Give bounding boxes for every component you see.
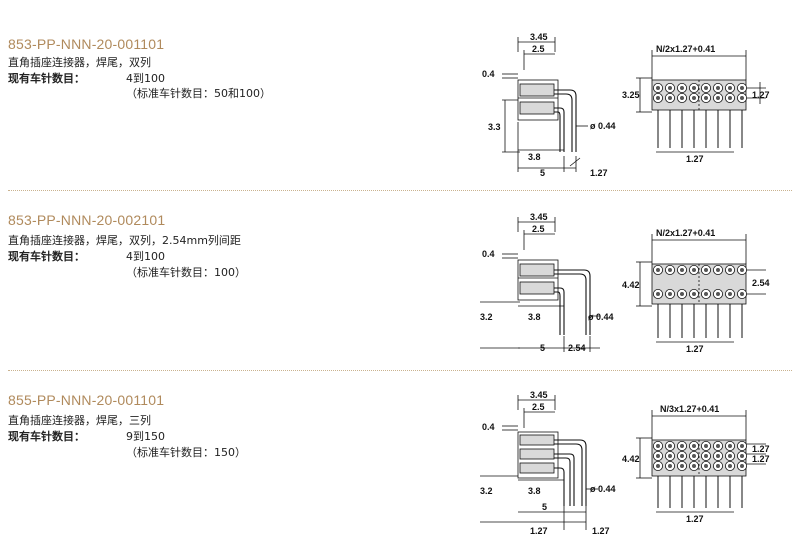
divider — [8, 370, 792, 371]
dim-top1: 3.45 — [530, 390, 548, 400]
pin-holes — [652, 441, 748, 472]
dim-mid: 3.8 — [528, 152, 541, 162]
pin-count-label: 现有车针数目： — [8, 72, 85, 85]
dim-left1: 0.4 — [482, 249, 495, 259]
front-dim-bottom: 1.27 — [686, 154, 704, 164]
dim-top2: 2.5 — [532, 402, 545, 412]
dim-top1: 3.45 — [530, 32, 548, 42]
divider — [8, 190, 792, 191]
front-view-drawing: N/2x1.27+0.41 4.42 2.54 1.27 — [622, 228, 770, 354]
dim-top1: 3.45 — [530, 212, 548, 222]
front-view-drawing: N/3x1.27+0.41 4.42 1.27 1.27 1.27 — [622, 404, 770, 524]
dim-mid: 3.8 — [528, 486, 541, 496]
dim-left1: 0.4 — [482, 422, 495, 432]
front-dim-top: N/2x1.27+0.41 — [656, 44, 715, 54]
dim-bottom3: 1.27 — [592, 526, 610, 536]
description: 直角插座连接器，焊尾，双列 — [8, 56, 151, 69]
front-dim-top: N/2x1.27+0.41 — [656, 228, 715, 238]
front-dim-left: 3.25 — [622, 90, 640, 100]
side-view-drawing: 3.45 2.5 0.4 3.2 3.8 5 1.27 1.27 ø 0.44 — [480, 390, 616, 536]
dim-left1: 0.4 — [482, 69, 495, 79]
pins — [657, 476, 743, 508]
dim-bottom1: 5 — [542, 502, 547, 512]
pins — [657, 110, 743, 148]
front-dim-left: 4.42 — [622, 454, 640, 464]
front-dim-bottom: 1.27 — [686, 514, 704, 524]
dim-bottom1: 5 — [540, 168, 545, 178]
front-dim-right: 1.27 — [752, 90, 770, 100]
front-dim-left: 4.42 — [622, 280, 640, 290]
dim-pin: ø 0.44 — [590, 484, 616, 494]
product-853-001101: 853-PP-NNN-20-001101 直角插座连接器，焊尾，双列 现有车针数… — [0, 0, 800, 190]
standard-pin-count: （标准车针数目：50和100） — [126, 87, 271, 100]
standard-pin-count: （标准车针数目：100） — [126, 266, 246, 279]
part-number: 853-PP-NNN-20-001101 — [8, 36, 165, 52]
dim-mid: 3.8 — [528, 312, 541, 322]
front-dim-right2: 1.27 — [752, 454, 770, 464]
dim-pin: ø 0.44 — [590, 121, 616, 131]
front-dim-right: 2.54 — [752, 278, 770, 288]
dim-top2: 2.5 — [532, 44, 545, 54]
dim-left2: 3.2 — [480, 312, 493, 322]
product-855-001101: 855-PP-NNN-20-001101 直角插座连接器，焊尾，三列 现有车针数… — [0, 370, 800, 545]
pin-holes — [652, 265, 748, 300]
front-dim-bottom: 1.27 — [686, 344, 704, 354]
side-view-drawing: 3.45 2.5 0.4 3.2 3.8 5 2.54 ø 0.44 — [480, 212, 614, 353]
dim-top2: 2.5 — [532, 224, 545, 234]
part-number: 853-PP-NNN-20-002101 — [8, 212, 166, 228]
dim-bottom1: 5 — [540, 343, 545, 353]
description: 直角插座连接器，焊尾，双列，2.54mm列间距 — [8, 234, 241, 247]
dim-pin: ø 0.44 — [588, 312, 614, 322]
dim-bottom2: 1.27 — [530, 526, 548, 536]
dim-bottom2: 1.27 — [590, 168, 608, 178]
front-dim-right1: 1.27 — [752, 444, 770, 454]
part-number: 855-PP-NNN-20-001101 — [8, 392, 165, 408]
product-853-002101: 853-PP-NNN-20-002101 直角插座连接器，焊尾，双列，2.54m… — [0, 190, 800, 370]
pin-count-value: 4到100 — [126, 72, 165, 85]
description: 直角插座连接器，焊尾，三列 — [8, 414, 151, 427]
standard-pin-count: （标准车针数目：150） — [126, 446, 246, 459]
pin-count-label: 现有车针数目： — [8, 430, 85, 443]
side-view-drawing: 3.45 2.5 0.4 3.3 3.8 5 1.27 ø 0.44 — [482, 32, 616, 178]
pins — [657, 304, 743, 338]
pin-holes — [652, 83, 748, 104]
pin-count-value: 4到100 — [126, 250, 165, 263]
front-dim-top: N/3x1.27+0.41 — [660, 404, 719, 414]
pin-count-value: 9到150 — [126, 430, 165, 443]
dim-left2: 3.3 — [488, 122, 501, 132]
front-view-drawing: N/2x1.27+0.41 3.25 1.27 1.27 — [622, 44, 770, 164]
pin-count-label: 现有车针数目： — [8, 250, 85, 263]
dim-bottom2: 2.54 — [568, 343, 586, 353]
dim-left2: 3.2 — [480, 486, 493, 496]
